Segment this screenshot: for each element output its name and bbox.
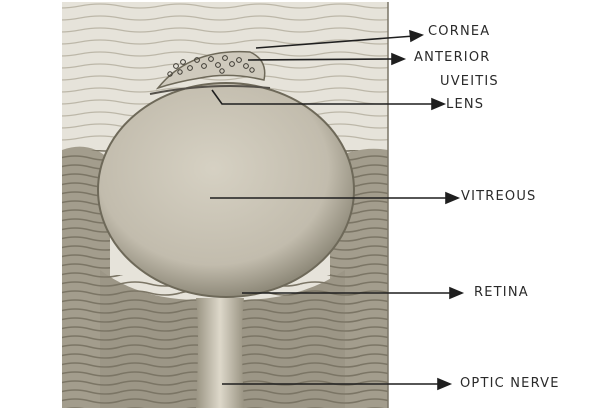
label-retina: RETINA bbox=[474, 286, 529, 300]
label-anterior-uveitis-line2: UVEITIS bbox=[440, 75, 499, 89]
label-vitreous: VITREOUS bbox=[461, 190, 537, 204]
label-lens: LENS bbox=[446, 98, 484, 112]
optic-nerve-shape bbox=[196, 298, 244, 408]
label-cornea: CORNEA bbox=[428, 25, 490, 39]
label-optic-nerve: OPTIC NERVE bbox=[460, 377, 560, 391]
label-anterior-uveitis-line1: ANTERIOR bbox=[414, 51, 491, 65]
anterior-uveitis-pointer bbox=[248, 59, 394, 60]
eyeball bbox=[98, 83, 354, 297]
